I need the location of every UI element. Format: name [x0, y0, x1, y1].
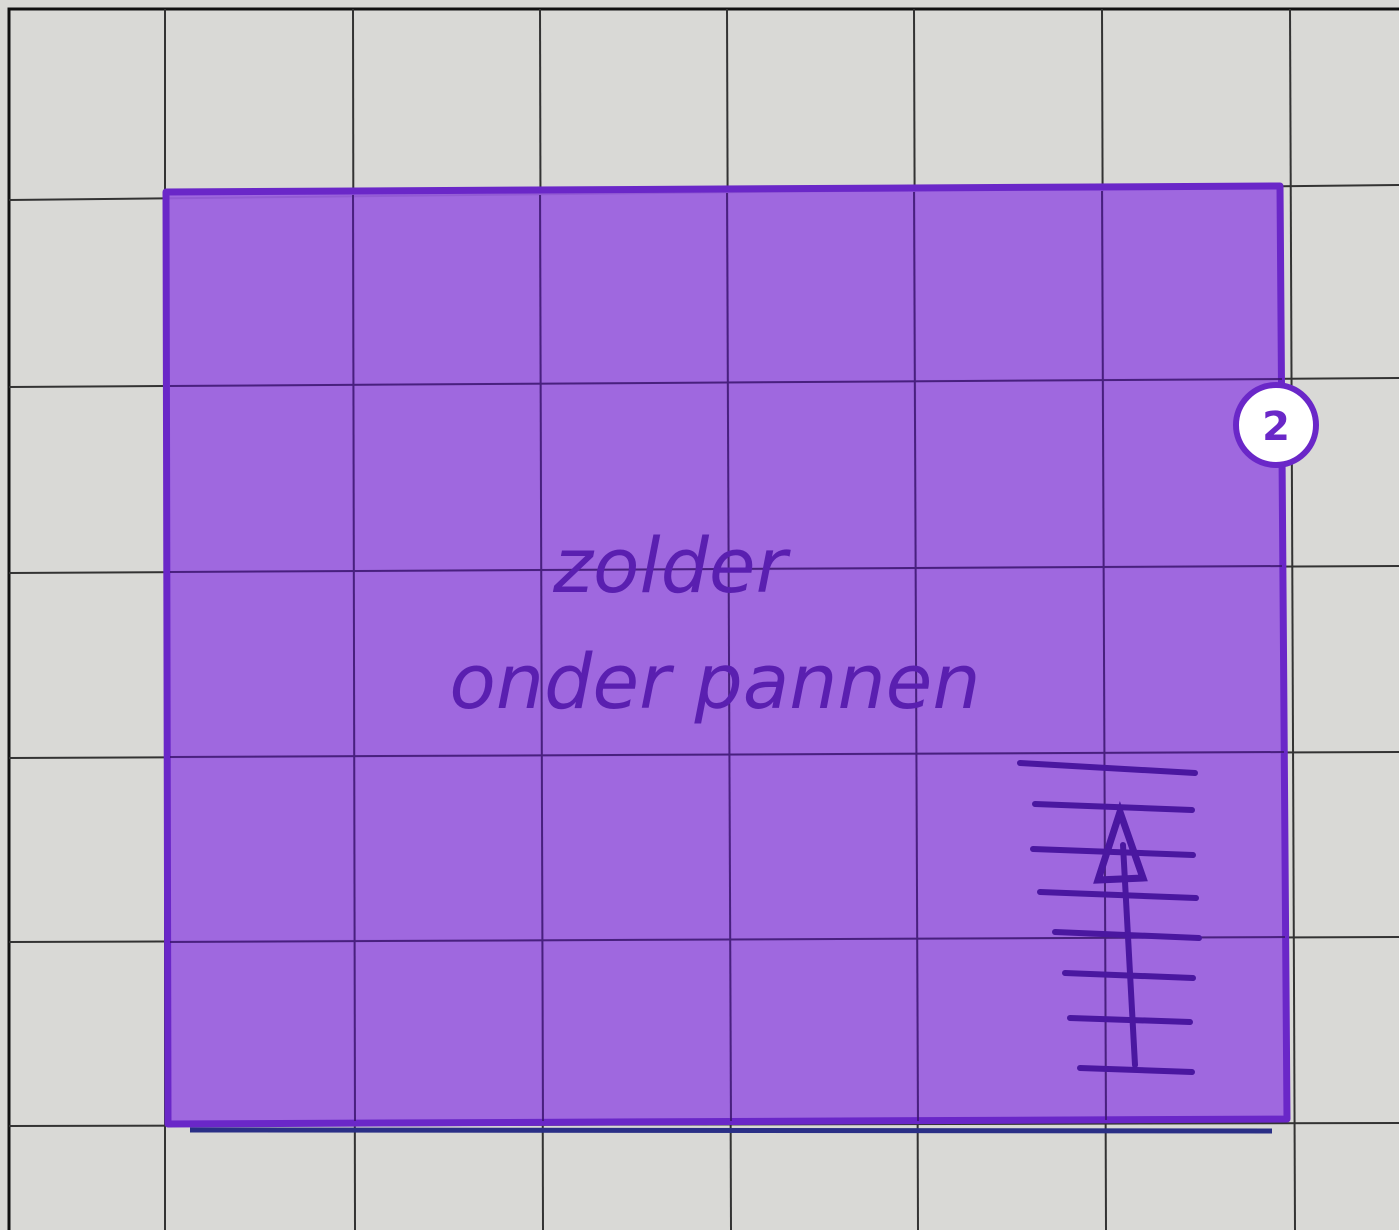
room-number-badge: 2 [1236, 385, 1316, 465]
pencil-outline [190, 1130, 1272, 1131]
room-number: 2 [1262, 404, 1290, 450]
room-label-line2: onder pannen [449, 637, 980, 726]
room-label-line1: zolder [552, 521, 792, 610]
